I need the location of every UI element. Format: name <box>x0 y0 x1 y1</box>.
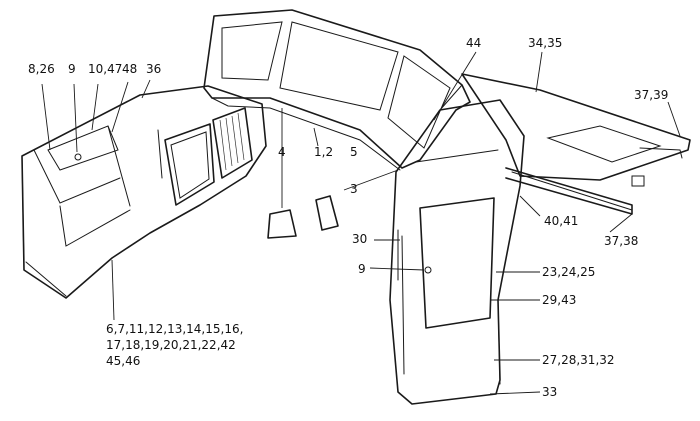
part-label-37-39: 37,39 <box>634 88 669 102</box>
part-label-4: 4 <box>278 145 286 159</box>
part-label-30: 30 <box>352 232 368 246</box>
rear-shelf <box>461 73 691 215</box>
part-label-9-top: 9 <box>68 62 76 76</box>
part-label-8-26: 8,26 <box>28 62 55 76</box>
part-label-23-24-25: 23,24,25 <box>542 265 596 279</box>
part-label-33: 33 <box>542 385 558 399</box>
part-label-9-console: 9 <box>358 262 366 276</box>
leader-lines <box>41 51 681 395</box>
part-label-27-28-31-32: 27,28,31,32 <box>542 353 615 367</box>
part-label-3: 3 <box>350 182 358 196</box>
left-dash-panel <box>21 85 267 299</box>
part-label-36: 36 <box>146 62 162 76</box>
part-list-line-1: 6,7,11,12,13,14,15,16, <box>106 322 244 336</box>
part-label-44: 44 <box>466 36 482 50</box>
part-label-37-38: 37,38 <box>604 234 639 248</box>
part-list-line-3: 45,46 <box>106 354 141 368</box>
part-list-line-2: 17,18,19,20,21,22,42 <box>106 338 236 352</box>
windscreen-frame <box>203 9 471 171</box>
part-label-5: 5 <box>350 145 358 159</box>
part-label-10-47: 10,47 <box>88 62 123 76</box>
center-console <box>389 84 525 405</box>
part-label-40-41: 40,41 <box>544 214 579 228</box>
part-label-1-2: 1,2 <box>314 145 334 159</box>
part-label-48: 48 <box>122 62 138 76</box>
part-label-29-43: 29,43 <box>542 293 577 307</box>
part-label-34-35: 34,35 <box>528 36 563 50</box>
loose-parts <box>267 195 339 239</box>
